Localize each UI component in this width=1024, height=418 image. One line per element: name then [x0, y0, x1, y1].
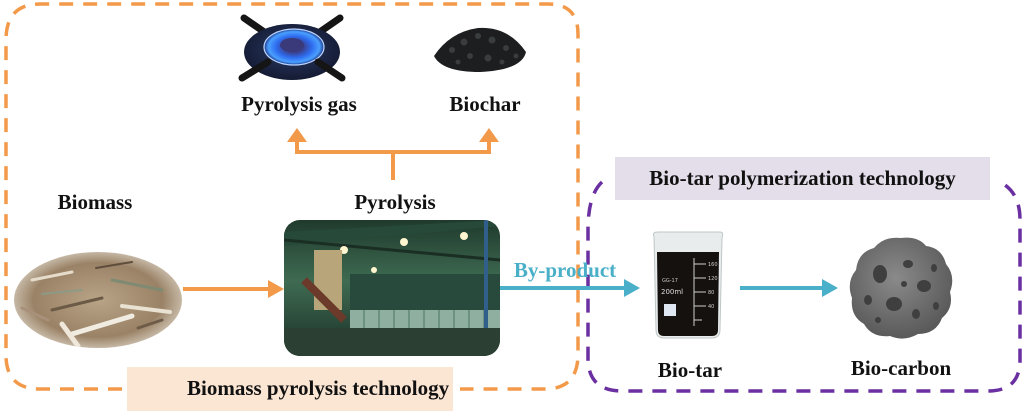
beaker-icon: GG-17 200ml 160 120 80 40: [653, 231, 724, 339]
wood-chips-icon: [14, 252, 182, 348]
beaker-tick-label: 80: [708, 290, 714, 296]
pyrolysis-gas-label: Pyrolysis gas: [241, 92, 357, 116]
beaker-tick-label: 120: [708, 276, 718, 282]
biomass-pyrolysis-technology-title: Biomass pyrolysis technology: [127, 367, 453, 411]
biotar-polymerization-technology-title: Bio-tar polymerization technology: [615, 157, 990, 200]
biochar-pile-icon: [434, 27, 526, 72]
bio-tar-label: Bio-tar: [657, 358, 723, 382]
beaker-volume-text: 200ml: [661, 288, 683, 296]
polymerization-section-frame: [586, 180, 1022, 393]
bio-carbon-label: Bio-carbon: [850, 356, 952, 380]
pyrolysis-plant-icon: [284, 220, 500, 356]
gas-burner-icon: [238, 14, 346, 82]
by-product-arrowhead: [624, 279, 640, 297]
pyrolysis-label: Pyrolysis: [354, 190, 436, 214]
pyrolysis-products-arrow: [295, 140, 491, 180]
biomass-label: Biomass: [57, 190, 133, 214]
arrowhead-to-pyrolysis-gas: [287, 128, 307, 142]
biomass-to-pyrolysis-arrowhead: [268, 280, 284, 298]
arrowhead-to-biochar: [479, 128, 499, 142]
pyrolysis-section-frame: [4, 2, 580, 391]
by-product-label: By-product: [513, 258, 617, 282]
beaker-tick-label: 40: [708, 304, 714, 310]
porous-carbon-icon: [849, 237, 953, 339]
beaker-tick-label: 160: [708, 262, 718, 268]
biotar-to-biocarbon-arrowhead: [822, 279, 838, 297]
beaker-model-text: GG-17: [662, 278, 678, 284]
biochar-label: Biochar: [449, 92, 521, 116]
